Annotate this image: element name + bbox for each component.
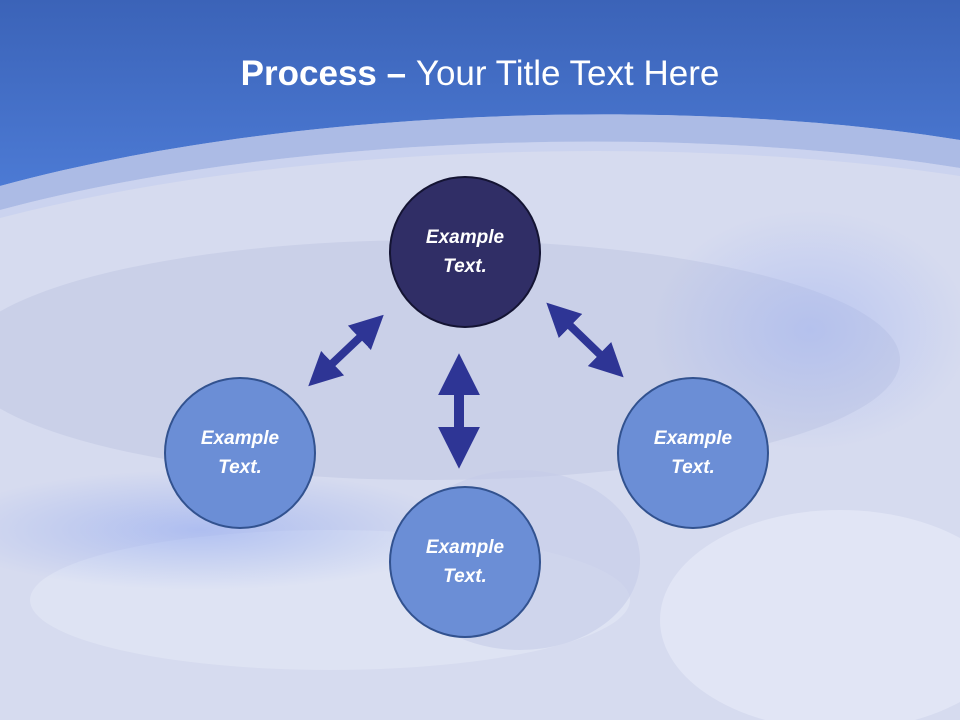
title-emphasis: Process [240,54,377,93]
title-text: Your Title Text Here [415,54,720,93]
node-text-line2: Text. [443,256,487,277]
node-text-line1: Example [425,227,505,248]
title-separator: – [376,54,416,93]
node-text-line1: Example [653,428,733,449]
node-text-line2: Text. [671,457,715,478]
double-arrow-icon [546,302,624,378]
node-text-line1: Example [200,428,280,449]
process-node-left: Example Text. [164,377,316,529]
process-node-top: Example Text. [389,176,541,328]
process-node-right: Example Text. [617,377,769,529]
process-node-bottom: Example Text. [389,486,541,638]
node-text-line2: Text. [443,566,487,587]
slide-title: Process – Your Title Text Here [0,52,960,96]
double-arrow-icon [308,314,384,387]
node-text-line1: Example [425,537,505,558]
node-text-line2: Text. [218,457,262,478]
